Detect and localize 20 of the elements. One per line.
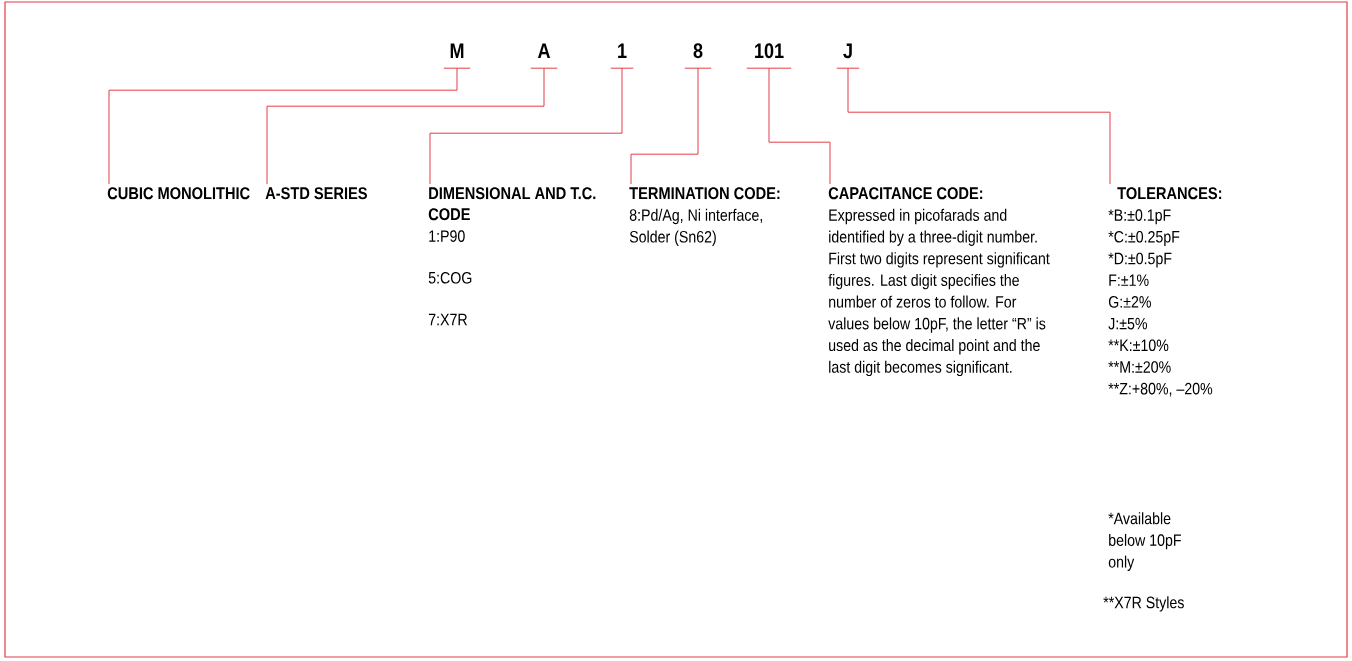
description-text: DIMENSIONAL AND T.C. CODE 1:P90 5:COG 7:X7R <box>428 187 596 326</box>
footnote-text: **X7R Styles <box>1103 596 1184 612</box>
leader-line <box>429 67 623 185</box>
leader-line <box>847 67 1111 185</box>
code-letter: 101 <box>746 43 792 69</box>
description-text: TOLERANCES: *B:±0.1pF *C:±0.25pF *D:±0.5pF F:±1% G:±2% J:±5% **K:±10% **M:±20% **Z:+80%, –20% <box>1108 187 1222 397</box>
description-text: CUBIC MONOLITHIC <box>107 187 250 200</box>
footnote-text: *Available below 10pF only <box>1108 512 1181 571</box>
leader-line <box>108 67 458 185</box>
leader-line <box>630 67 699 185</box>
description-text: CAPACITANCE CODE: Expressed in picofarads and identified by a three-digit number. First two digits represent significant figures. Last digit specifies the number of zeros to follow. For values below 10pF, the letter “R” is used as the decimal point and the last digit becomes significant. <box>828 187 1050 377</box>
leader-line <box>768 67 831 185</box>
code-letter: 8 <box>684 43 712 69</box>
code-letter: J <box>836 43 860 69</box>
code-letter: M <box>443 43 471 69</box>
code-letter: A <box>530 43 558 69</box>
description-text: TERMINATION CODE: 8:Pd/Ag, Ni interface, Solder (Sn62) <box>629 187 780 246</box>
code-letter: 1 <box>610 43 634 69</box>
description-text: A-STD SERIES <box>265 187 367 200</box>
leader-line <box>266 67 545 185</box>
